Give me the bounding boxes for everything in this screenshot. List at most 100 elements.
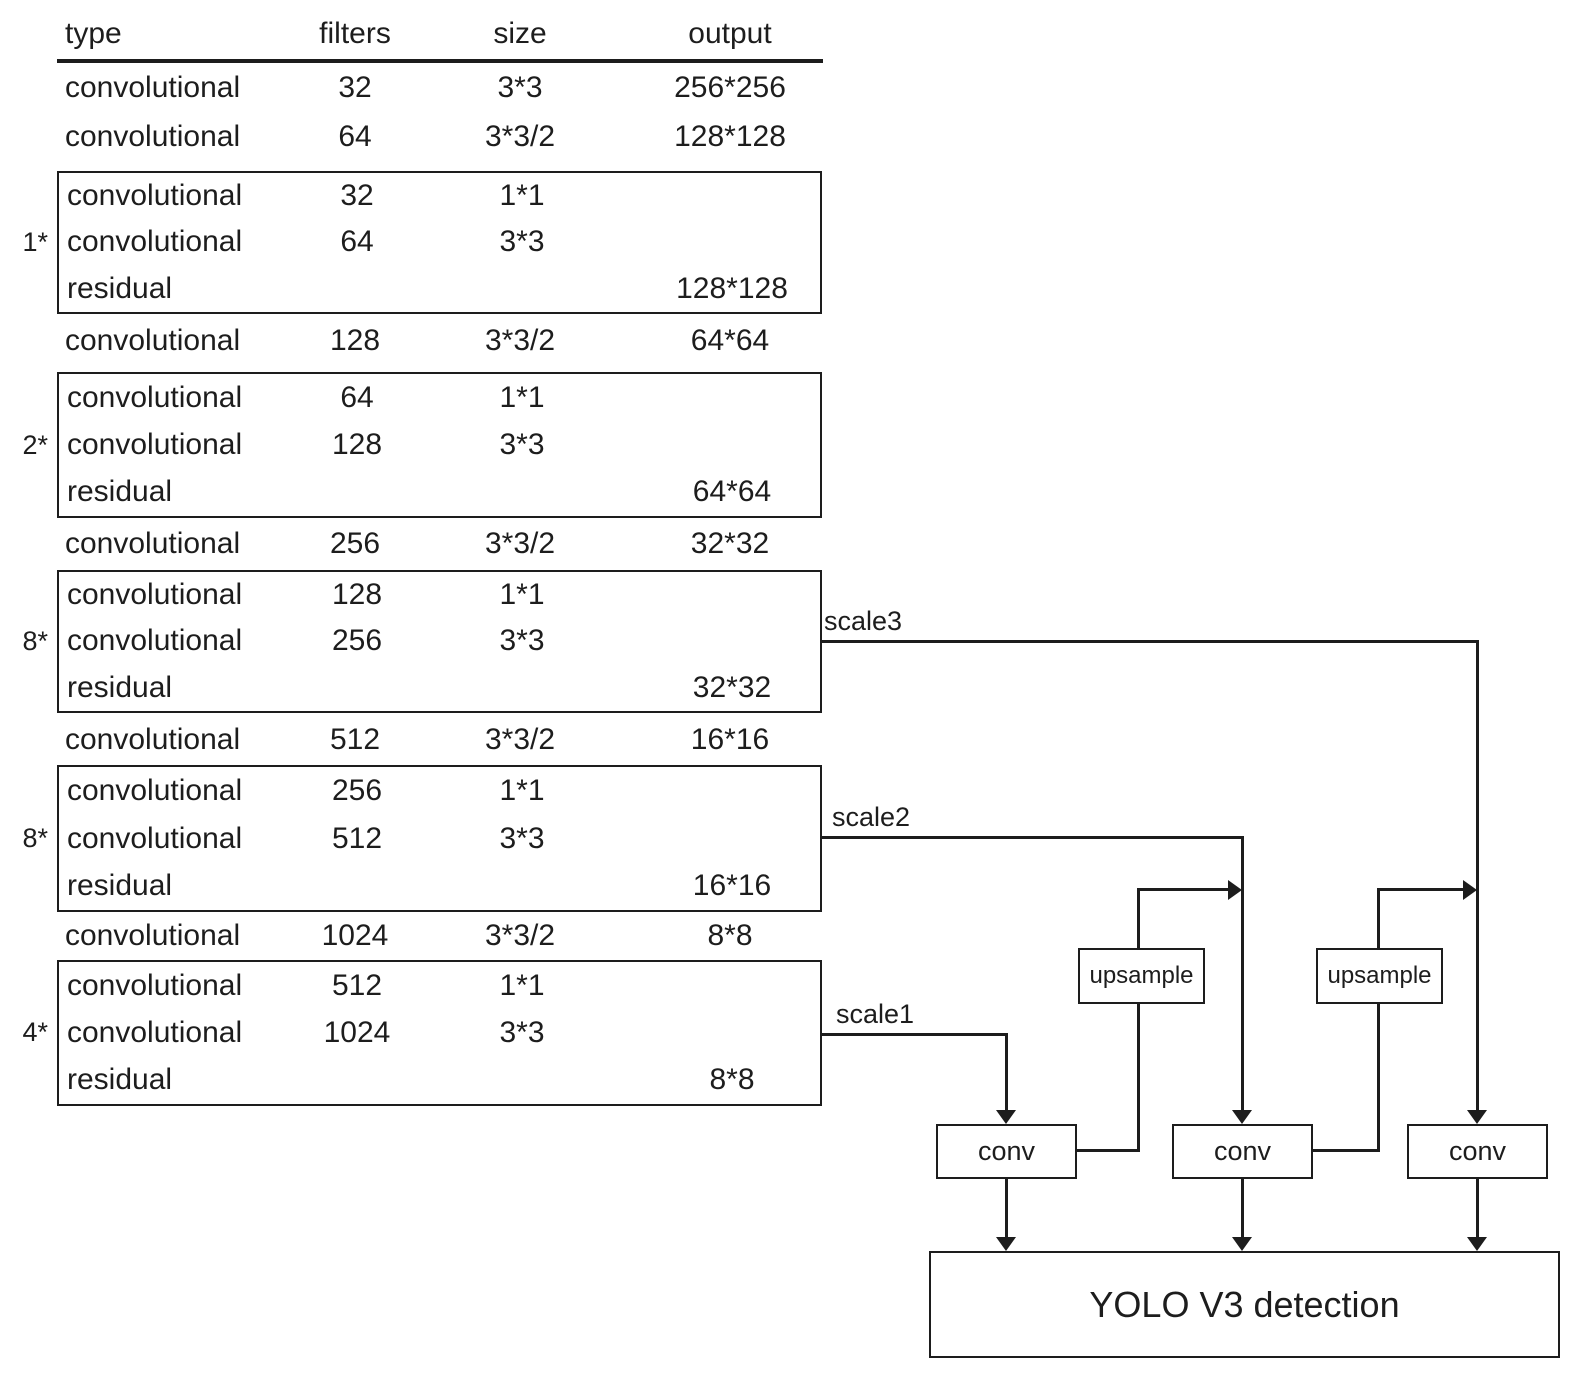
cell-output: 16*16: [692, 869, 772, 903]
cell-filters: 1024: [321, 919, 389, 952]
table-row: convolutional 256 3*3/2 32*32: [57, 520, 822, 568]
arrow-down-icon: [1467, 1237, 1487, 1251]
conv1-box: conv: [936, 1124, 1077, 1179]
cell-output: 16*16: [690, 723, 770, 756]
cell-type: convolutional: [67, 624, 243, 658]
table-row: convolutional 128 3*3: [59, 421, 820, 468]
cell-type: convolutional: [67, 380, 243, 414]
table-row: convolutional 64 3*3/2 128*128: [57, 113, 822, 161]
cell-size: 3*3: [497, 71, 543, 104]
upsample2-up-line: [1377, 888, 1380, 948]
cell-type: convolutional: [67, 1015, 243, 1049]
cell-type: residual: [67, 869, 173, 903]
conv1-to-upsample1-line: [1077, 1149, 1140, 1152]
arrow-down-icon: [1232, 1237, 1252, 1251]
residual-group-1: convolutional 32 1*1 convolutional 64 3*…: [57, 171, 822, 314]
table-header: type filters size output: [57, 12, 822, 56]
table-row: convolutional 512 3*3/2 16*16: [57, 716, 822, 764]
header-type: type: [65, 17, 122, 50]
cell-type: convolutional: [67, 225, 243, 259]
cell-type: convolutional: [65, 527, 241, 560]
table-row: convolutional 128 3*3/2 64*64: [57, 317, 822, 365]
cell-size: 3*3/2: [484, 723, 556, 756]
residual-group-4: convolutional 256 1*1 convolutional 512 …: [57, 765, 822, 912]
conv2-to-upsample2-line: [1313, 1149, 1379, 1152]
upsample1-box: upsample: [1078, 948, 1205, 1004]
yolo-detection-label: YOLO V3 detection: [1089, 1283, 1400, 1325]
cell-size: 3*3: [499, 225, 545, 259]
cell-filters: 1024: [323, 1015, 391, 1049]
conv-label: conv: [1448, 1136, 1507, 1166]
conv3-to-detection-line: [1476, 1179, 1479, 1239]
cell-type: residual: [67, 271, 173, 305]
cell-type: convolutional: [65, 71, 241, 104]
group-multiplier-label: 8*: [22, 823, 48, 853]
table-row: convolutional 256 1*1: [59, 767, 820, 815]
conv1-to-detection-line: [1005, 1179, 1008, 1239]
cell-type: convolutional: [65, 120, 241, 153]
cell-filters: 128: [329, 324, 381, 357]
upsample2-merge-line: [1377, 888, 1464, 891]
conv2-box: conv: [1172, 1124, 1313, 1179]
cell-filters: 256: [329, 527, 381, 560]
cell-filters: 128: [331, 427, 383, 461]
table-row: convolutional 1024 3*3: [59, 1009, 820, 1056]
table-row: convolutional 32 1*1: [59, 173, 820, 219]
cell-filters: 128: [331, 578, 383, 612]
scale1-line-vertical: [1005, 1033, 1008, 1111]
table-row: convolutional 64 1*1: [59, 374, 820, 421]
header-underline: [57, 59, 823, 63]
table-row: convolutional 256 3*3: [59, 618, 820, 664]
upsample1-riser-line: [1137, 1004, 1140, 1152]
table-row: convolutional 64 3*3: [59, 219, 820, 265]
cell-type: convolutional: [65, 324, 241, 357]
conv-label: conv: [977, 1136, 1036, 1166]
header-size: size: [493, 17, 547, 50]
cell-size: 3*3: [499, 624, 545, 658]
scale2-line-horizontal: [820, 836, 1244, 839]
upsample-label: upsample: [1089, 962, 1194, 989]
upsample1-up-line: [1137, 888, 1140, 948]
cell-filters: 512: [331, 821, 383, 855]
scale2-line-vertical: [1241, 836, 1244, 1111]
residual-group-2: convolutional 64 1*1 convolutional 128 3…: [57, 372, 822, 518]
cell-size: 1*1: [499, 578, 545, 612]
cell-type: convolutional: [67, 578, 243, 612]
upsample2-riser-line: [1377, 1004, 1380, 1152]
cell-filters: 256: [331, 624, 383, 658]
cell-filters: 64: [340, 380, 374, 414]
yolo-detection-box: YOLO V3 detection: [929, 1251, 1560, 1358]
arrow-right-icon: [1228, 880, 1242, 900]
table-row: convolutional 1024 3*3/2 8*8: [57, 912, 822, 960]
group-multiplier-label: 2*: [22, 430, 48, 460]
table-row: residual 128*128: [59, 266, 820, 312]
table-row: convolutional 128 1*1: [59, 572, 820, 618]
cell-output: 32*32: [690, 527, 770, 560]
cell-size: 1*1: [499, 773, 545, 807]
cell-type: convolutional: [67, 968, 243, 1002]
cell-type: convolutional: [67, 427, 243, 461]
header-output: output: [688, 17, 772, 50]
scale2-label: scale2: [832, 802, 911, 832]
cell-type: convolutional: [65, 723, 241, 756]
cell-output: 8*8: [707, 919, 753, 952]
cell-type: convolutional: [67, 821, 243, 855]
cell-filters: 32: [340, 179, 374, 213]
cell-type: residual: [67, 1063, 173, 1097]
cell-size: 3*3/2: [484, 120, 556, 153]
cell-size: 1*1: [499, 968, 545, 1002]
scale3-label: scale3: [824, 606, 903, 636]
cell-size: 3*3: [499, 1015, 545, 1049]
table-row: convolutional 512 3*3: [59, 815, 820, 863]
scale1-label: scale1: [836, 999, 915, 1029]
conv-label: conv: [1213, 1136, 1272, 1166]
scale3-line-horizontal: [820, 640, 1479, 643]
scale3-line-vertical: [1476, 640, 1479, 1111]
cell-filters: 32: [338, 71, 372, 104]
cell-type: residual: [67, 475, 173, 509]
group-multiplier-label: 8*: [22, 626, 48, 656]
residual-group-5: convolutional 512 1*1 convolutional 1024…: [57, 960, 822, 1106]
header-filters: filters: [319, 17, 391, 50]
cell-type: convolutional: [67, 179, 243, 213]
